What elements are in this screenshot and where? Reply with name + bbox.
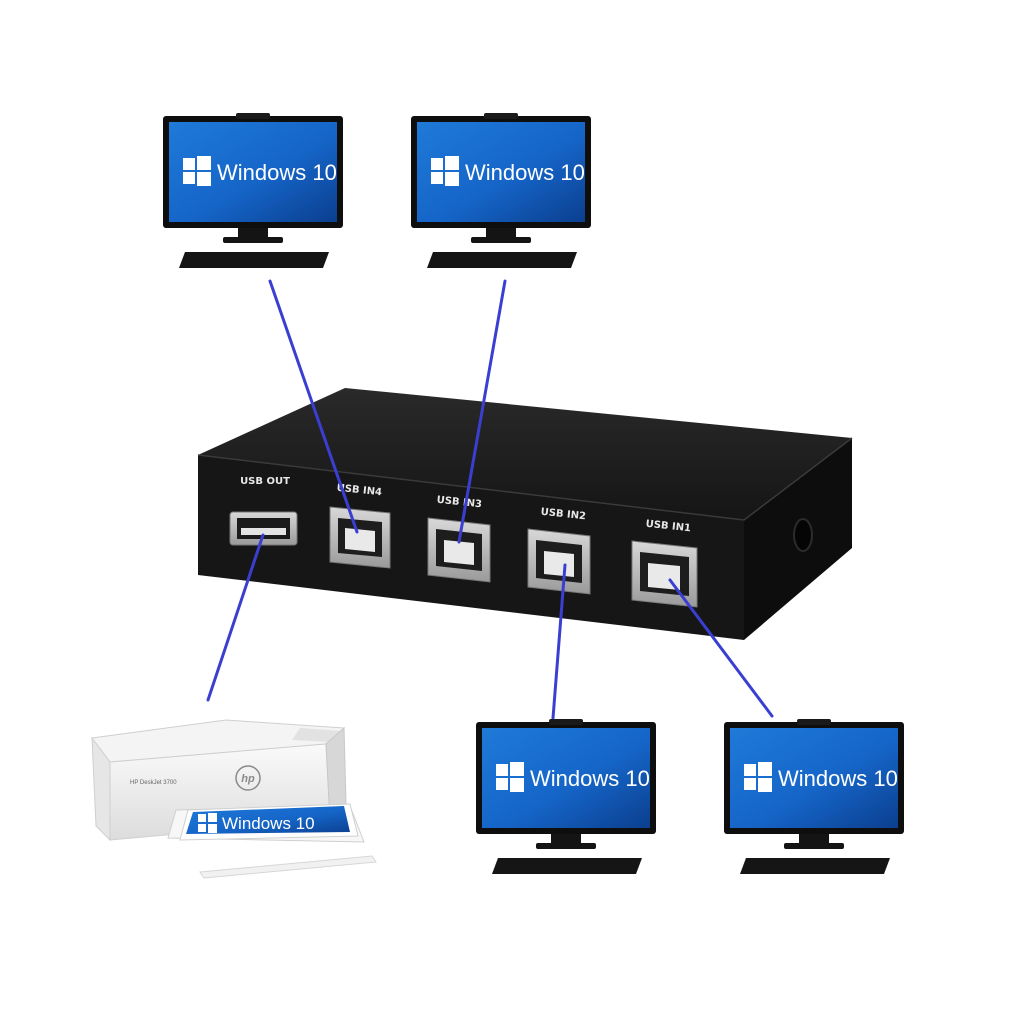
svg-text:hp: hp: [241, 773, 255, 785]
link-printer-to-usb-out: [206, 533, 265, 702]
port-label-usb-in1: USB IN1: [645, 519, 691, 535]
computer-top-right: Windows 10: [411, 113, 591, 268]
printed-paper: Windows 10: [179, 803, 359, 841]
windows-logo-icon: [744, 762, 772, 792]
windows-logo-icon: [431, 156, 459, 186]
usb-b-port-in3[interactable]: [427, 517, 491, 583]
port-label-usb-in2: USB IN2: [540, 507, 586, 523]
port-label-usb-in3: USB IN3: [436, 495, 482, 511]
link-pc-bottom-left-to-in2: [551, 563, 567, 720]
screen-text: Windows 10: [778, 766, 898, 791]
screen-text: Windows 10: [530, 766, 650, 791]
screen-text: Windows 10: [465, 160, 585, 185]
port-labels: USB OUT USB IN4 USB IN3 USB IN2 USB IN1: [240, 476, 691, 534]
printer-model-text: HP DeskJet 3700: [130, 780, 177, 786]
usb-a-port[interactable]: [229, 511, 298, 546]
computer-bottom-left: Windows 10: [476, 719, 656, 874]
usb-b-port-in1[interactable]: [631, 540, 698, 608]
keyboard: [740, 858, 890, 874]
keyboard: [179, 252, 329, 268]
keyboard: [427, 252, 577, 268]
paper-text: Windows 10: [222, 814, 315, 833]
usb-b-port-in2[interactable]: [527, 528, 591, 595]
computer-top-left: Windows 10: [163, 113, 343, 268]
computer-bottom-right: Windows 10: [724, 719, 904, 874]
screen-text: Windows 10: [217, 160, 337, 185]
usb-b-port-in4[interactable]: [329, 506, 391, 569]
link-pc-top-right-to-in3: [457, 279, 507, 544]
windows-logo-icon: [496, 762, 524, 792]
windows-logo-icon: [198, 813, 217, 833]
port-label-usb-in4: USB IN4: [336, 483, 382, 499]
port-label-usb-out: USB OUT: [240, 476, 290, 487]
keyboard: [492, 858, 642, 874]
link-pc-top-left-to-in4: [268, 279, 359, 534]
windows-logo-icon: [183, 156, 211, 186]
connection-lines: [206, 279, 774, 720]
link-pc-bottom-right-to-in1: [668, 578, 774, 718]
printer: HP DeskJet 3700 hp Windows 10: [91, 719, 377, 879]
hp-logo-icon: hp: [235, 765, 261, 791]
